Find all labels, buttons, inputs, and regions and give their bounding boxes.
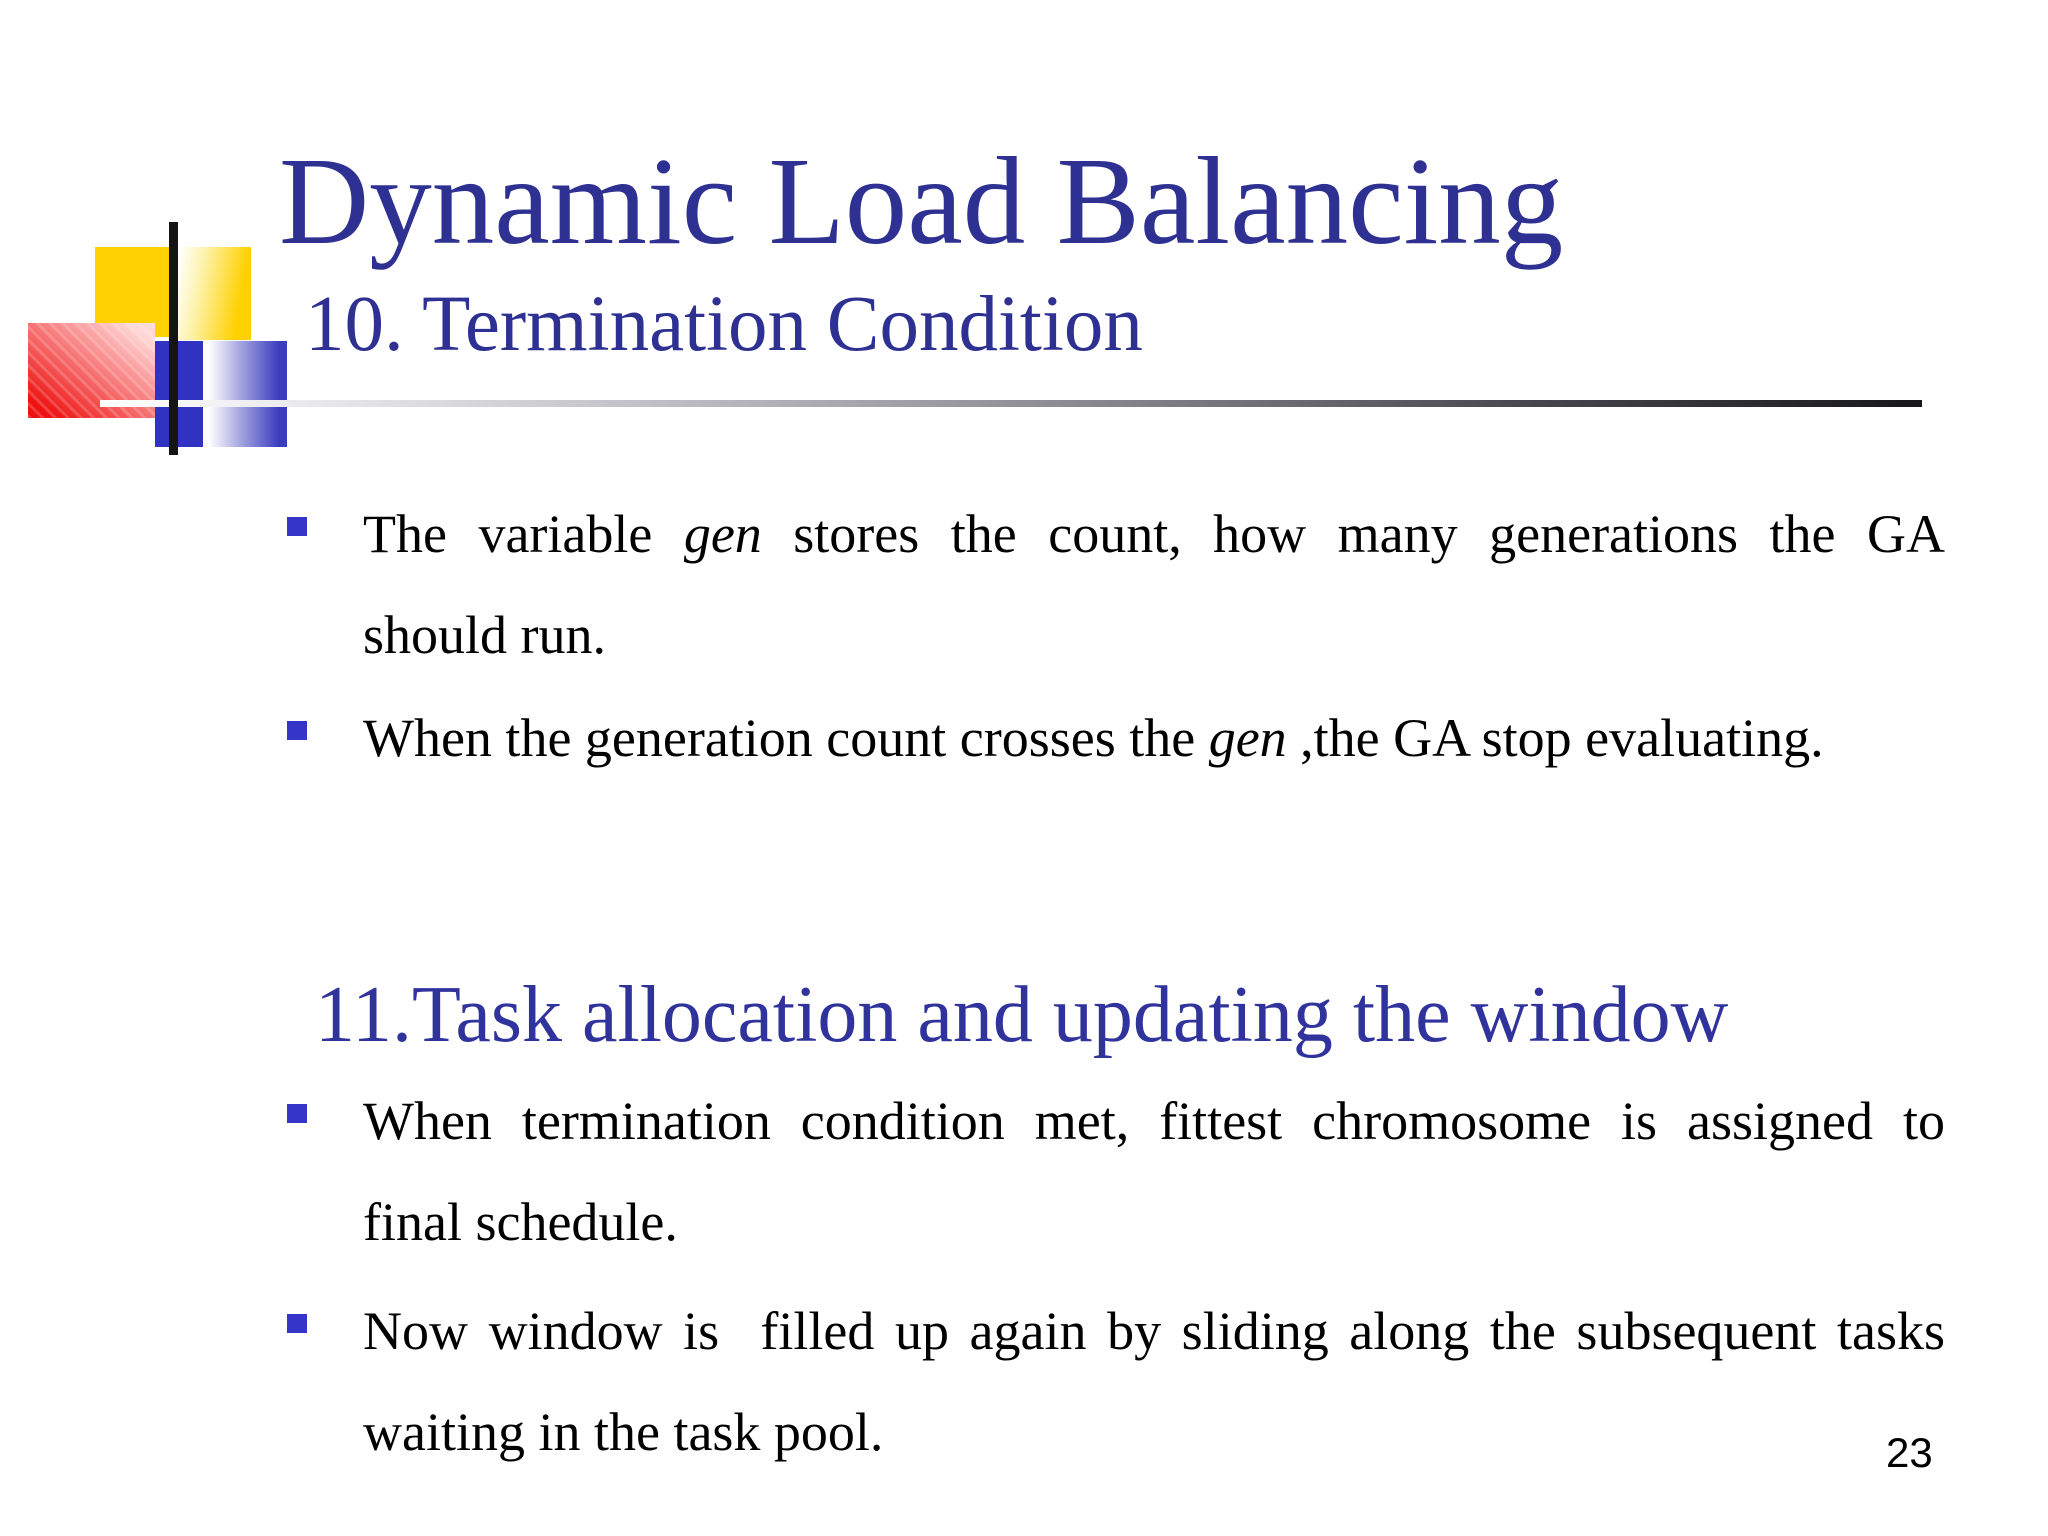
bullet-paragraph: When termination condition met, fittest … [363, 1071, 1945, 1273]
page-number: 23 [1886, 1429, 1933, 1476]
section-heading: 11.Task allocation and updating the wind… [315, 971, 1729, 1059]
bullet-square-icon [287, 1314, 307, 1333]
bullet-line: should run. [363, 605, 606, 665]
bullet-square-icon [287, 517, 307, 536]
bullet-line: When the generation count crosses the ge… [363, 708, 1824, 768]
logo-blue-gradient-square [207, 341, 287, 447]
bullet-paragraph: Now window is filled up again by sliding… [363, 1281, 1945, 1483]
bullet-line: Now window is filled up again by sliding… [363, 1301, 1945, 1361]
logo-yellow-square [95, 247, 178, 337]
bullet-square-icon [287, 721, 307, 740]
bullet-line: waiting in the task pool. [363, 1402, 884, 1462]
bullet-line: The variable gen stores the count, how m… [363, 504, 1945, 564]
bullet-line: final schedule. [363, 1192, 678, 1252]
slide-title: Dynamic Load Balancing [279, 133, 1564, 271]
logo-vertical-bar [169, 222, 178, 455]
bullet-line: When termination condition met, fittest … [363, 1091, 1945, 1151]
slide-subtitle: 10. Termination Condition [305, 281, 1143, 368]
title-divider-rule [100, 400, 1922, 407]
bullet-square-icon [287, 1104, 307, 1123]
logo-blue-square [155, 341, 203, 447]
bullet-paragraph: The variable gen stores the count, how m… [363, 484, 1945, 686]
bullet-paragraph: When the generation count crosses the ge… [363, 688, 1945, 789]
logo-yellow-gradient-square [178, 247, 251, 340]
